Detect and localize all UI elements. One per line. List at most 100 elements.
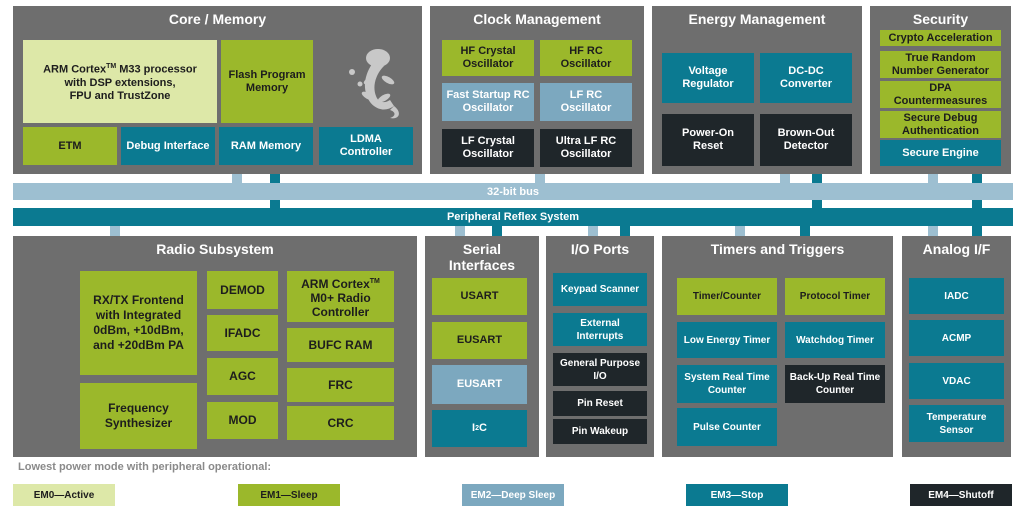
- voltage-regulator-block: Voltage Regulator: [662, 53, 754, 103]
- timers-triggers-panel: Timers and Triggers Timer/Counter Protoc…: [662, 236, 893, 457]
- keypad-scanner-block: Keypad Scanner: [553, 273, 647, 306]
- demod-block: DEMOD: [207, 271, 278, 309]
- prs-label: Peripheral Reflex System: [446, 211, 580, 223]
- agc-block: AGC: [207, 358, 278, 395]
- bus-connector: [535, 170, 545, 185]
- legend-em1: EM1—Sleep: [238, 484, 340, 506]
- secure-debug-block: Secure Debug Authentication: [880, 111, 1001, 138]
- gpio-block: General Purpose I/O: [553, 353, 647, 386]
- peripheral-reflex-system: Peripheral Reflex System: [13, 208, 1013, 226]
- m0-radio-controller-block: ARM CortexTM M0+ Radio Controller: [287, 271, 394, 322]
- m0-tm: TM: [369, 277, 380, 285]
- timer-counter-block: Timer/Counter: [677, 278, 777, 315]
- prs-connector: [620, 225, 630, 238]
- system-rtc-block: System Real Time Counter: [677, 365, 777, 403]
- core-memory-title: Core / Memory: [168, 11, 267, 27]
- m0-label-2: M0+ Radio: [310, 290, 371, 305]
- prs-connector: [972, 225, 982, 238]
- legend-title: Lowest power mode with peripheral operat…: [18, 461, 272, 473]
- clock-management-panel: Clock Management HF Crystal Oscillator H…: [430, 6, 644, 174]
- trng-block: True Random Number Generator: [880, 51, 1001, 78]
- analog-if-panel: Analog I/F IADC ACMP VDAC Temperature Se…: [902, 236, 1011, 457]
- io-title: I/O Ports: [570, 241, 630, 257]
- lf-crystal-block: LF Crystal Oscillator: [442, 129, 534, 167]
- clock-title: Clock Management: [473, 11, 601, 27]
- vdac-block: VDAC: [909, 363, 1004, 399]
- crc-block: CRC: [287, 406, 394, 440]
- analog-title: Analog I/F: [922, 241, 991, 257]
- cpu-label-1b: M33 processor: [116, 63, 197, 76]
- bus-connector: [928, 170, 938, 185]
- watchdog-timer-block: Watchdog Timer: [785, 322, 885, 358]
- legend-em0: EM0—Active: [13, 484, 115, 506]
- pin-reset-block: Pin Reset: [553, 391, 647, 416]
- energy-management-panel: Energy Management Voltage Regulator DC-D…: [652, 6, 862, 174]
- secure-engine-block: Secure Engine: [880, 140, 1001, 166]
- bus-connector: [780, 170, 790, 185]
- i2c-label-sup: 2: [475, 425, 479, 432]
- cpu-block: ARM CortexTM M33 processor with DSP exte…: [23, 40, 217, 123]
- hf-rc-block: HF RC Oscillator: [540, 40, 632, 76]
- cpu-tm: TM: [106, 63, 117, 71]
- bus-32bit-label: 32-bit bus: [487, 185, 539, 198]
- bufc-ram-block: BUFC RAM: [287, 328, 394, 362]
- legend-em3: EM3—Stop: [686, 484, 788, 506]
- ulf-rc-block: Ultra LF RC Oscillator: [540, 129, 632, 167]
- mod-block: MOD: [207, 402, 278, 439]
- pulse-counter-block: Pulse Counter: [677, 408, 777, 446]
- ram-memory-block: RAM Memory: [219, 127, 313, 165]
- timers-title: Timers and Triggers: [710, 241, 845, 257]
- brown-out-detector-block: Brown-Out Detector: [760, 114, 852, 166]
- radio-title: Radio Subsystem: [156, 241, 274, 257]
- lf-rc-block: LF RC Oscillator: [540, 83, 632, 121]
- cpu-label-3: FPU and TrustZone: [69, 89, 171, 102]
- frc-block: FRC: [287, 368, 394, 402]
- iadc-block: IADC: [909, 278, 1004, 314]
- acmp-block: ACMP: [909, 320, 1004, 356]
- flash-block: Flash Program Memory: [221, 40, 313, 123]
- backup-rtc-block: Back-Up Real Time Counter: [785, 365, 885, 403]
- fast-startup-rc-block: Fast Startup RC Oscillator: [442, 83, 534, 121]
- protocol-timer-block: Protocol Timer: [785, 278, 885, 315]
- m0-label-3: Controller: [311, 304, 370, 319]
- pin-wakeup-block: Pin Wakeup: [553, 419, 647, 444]
- power-on-reset-block: Power-On Reset: [662, 114, 754, 166]
- cpu-label-1: ARM Cortex: [43, 63, 107, 76]
- etm-block: ETM: [23, 127, 117, 165]
- bus-connector: [232, 170, 242, 185]
- debug-interface-block: Debug Interface: [121, 127, 215, 165]
- i2c-label-end: C: [479, 422, 487, 434]
- i2c-label-base: I: [472, 422, 476, 434]
- external-interrupts-block: External Interrupts: [553, 313, 647, 346]
- bus-32bit: 32-bit bus: [13, 183, 1013, 200]
- m0-label-1: ARM Cortex: [301, 276, 370, 291]
- io-ports-panel: I/O Ports Keypad Scanner External Interr…: [546, 236, 654, 457]
- eusart-block-1: EUSART: [432, 322, 527, 359]
- dcdc-converter-block: DC-DC Converter: [760, 53, 852, 103]
- gecko-logo-icon: [328, 36, 408, 122]
- serial-title: Serial Interfaces: [448, 241, 516, 273]
- security-panel: Security Crypto Acceleration True Random…: [870, 6, 1011, 174]
- crypto-block: Crypto Acceleration: [880, 30, 1001, 46]
- hf-crystal-block: HF Crystal Oscillator: [442, 40, 534, 76]
- energy-title: Energy Management: [688, 11, 826, 27]
- rx-tx-frontend-block: RX/TX Frontend with Integrated 0dBm, +10…: [80, 271, 197, 375]
- ifadc-block: IFADC: [207, 315, 278, 351]
- low-energy-timer-block: Low Energy Timer: [677, 322, 777, 358]
- legend-em2: EM2—Deep Sleep: [462, 484, 564, 506]
- radio-subsystem-panel: Radio Subsystem RX/TX Frontend with Inte…: [13, 236, 417, 457]
- prs-connector: [800, 225, 810, 238]
- security-title: Security: [912, 11, 969, 27]
- cpu-label-2: with DSP extensions,: [64, 76, 176, 89]
- dpa-block: DPA Countermeasures: [880, 81, 1001, 108]
- core-memory-panel: Core / Memory ARM CortexTM M33 processor…: [13, 6, 422, 174]
- usart-block: USART: [432, 278, 527, 315]
- legend-em4: EM4—Shutoff: [910, 484, 1012, 506]
- ldma-block: LDMA Controller: [319, 127, 413, 165]
- temperature-sensor-block: Temperature Sensor: [909, 405, 1004, 442]
- frequency-synthesizer-block: Frequency Synthesizer: [80, 383, 197, 449]
- prs-connector: [492, 225, 502, 238]
- eusart-block-2: EUSART: [432, 365, 527, 404]
